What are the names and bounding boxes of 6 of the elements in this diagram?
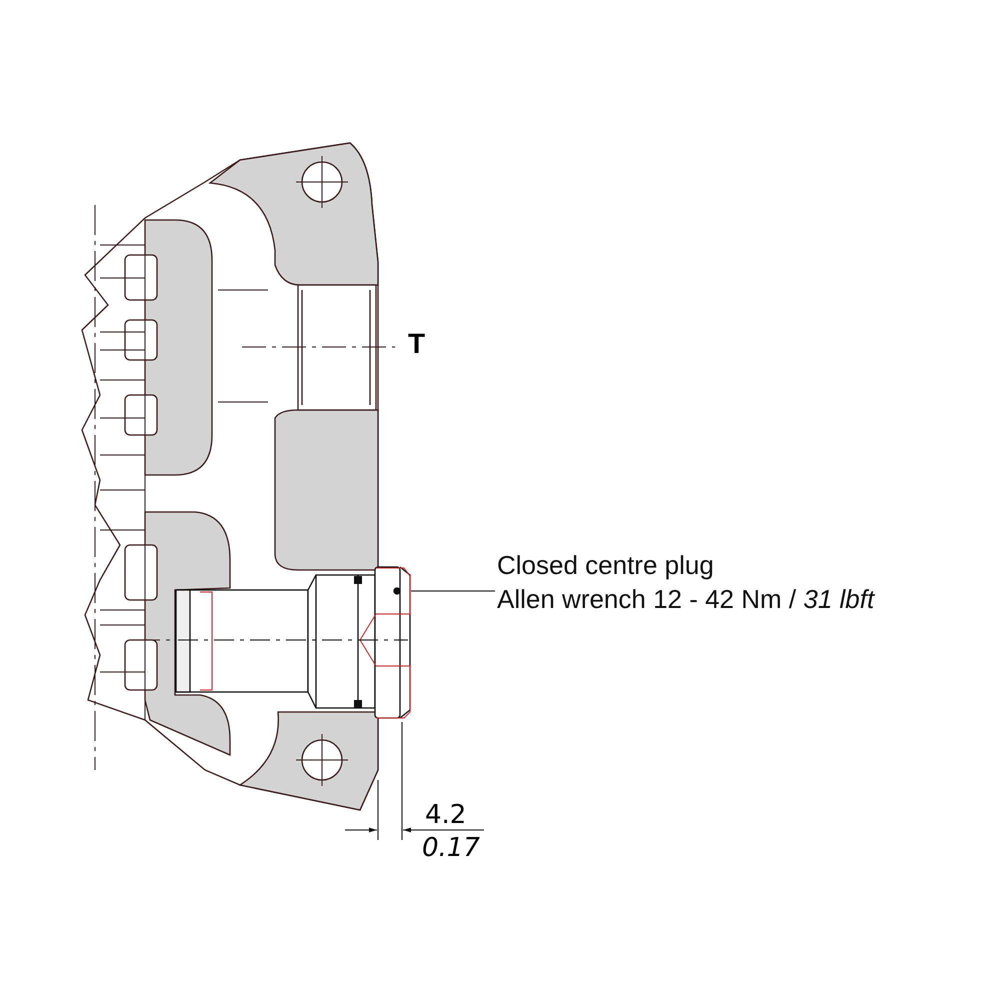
- leader-line: [411, 590, 495, 592]
- torque-spec-text: Allen wrench 12 - 42 Nm / 31 lbft: [497, 583, 874, 616]
- port-label: T: [408, 330, 426, 358]
- dimension-value: 4.2: [425, 802, 466, 828]
- dimension-value: 0.17: [422, 835, 480, 861]
- part-name-text: Closed centre plug: [497, 549, 715, 582]
